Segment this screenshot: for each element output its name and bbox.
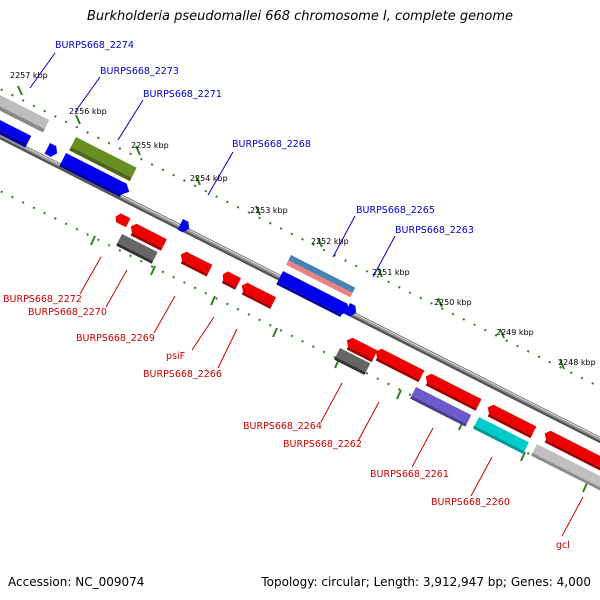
- gene-feature-arrow[interactable]: [44, 143, 60, 159]
- tick-mark: [317, 237, 323, 248]
- tick-mark: [272, 327, 278, 338]
- tick-label: 2251 kbp: [372, 268, 410, 277]
- gene-label-forward[interactable]: BURPS668_2274: [55, 40, 134, 51]
- tick-label: 2255 kbp: [131, 141, 169, 150]
- tick-mark: [90, 235, 96, 246]
- gene-feature-blue[interactable]: [276, 271, 352, 320]
- gene-feature-purple[interactable]: [410, 387, 472, 427]
- tick-mark: [135, 145, 141, 156]
- reverse-leaders: [79, 256, 584, 537]
- tick-mark: [559, 359, 565, 370]
- tick-marks: [17, 85, 588, 493]
- tick-mark: [377, 267, 383, 278]
- gene-label-reverse[interactable]: psiF: [166, 351, 185, 362]
- gene-label-reverse[interactable]: BURPS668_2261: [370, 469, 449, 480]
- gene-label-forward[interactable]: BURPS668_2263: [395, 225, 474, 236]
- forward-leaders: [29, 52, 396, 278]
- forward-ruler-line: [0, 87, 600, 389]
- tick-mark: [396, 389, 402, 400]
- gene-label-forward[interactable]: BURPS668_2265: [356, 205, 435, 216]
- gene-label-reverse[interactable]: BURPS668_2262: [283, 439, 362, 450]
- gene-feature-grey[interactable]: [0, 92, 50, 133]
- gene-feature-blue[interactable]: [59, 153, 132, 200]
- gene-feature-red[interactable]: [422, 372, 482, 411]
- gene-label-reverse[interactable]: BURPS668_2264: [243, 421, 322, 432]
- tick-label: 2256 kbp: [69, 107, 107, 116]
- tick-mark: [499, 328, 505, 339]
- gene-feature-blue[interactable]: [0, 116, 32, 148]
- reverse-labels: BURPS668_2272 BURPS668_2270 BURPS668_226…: [3, 294, 570, 551]
- gene-label-reverse[interactable]: BURPS668_2266: [143, 369, 222, 380]
- gene-feature-red[interactable]: [372, 347, 425, 383]
- genome-summary: Topology: circular; Length: 3,912,947 bp…: [261, 575, 591, 589]
- tick-label: 2248 kbp: [558, 358, 596, 367]
- gene-label-reverse[interactable]: BURPS668_2272: [3, 294, 82, 305]
- tick-mark: [210, 295, 216, 306]
- tick-labels: 2257 kbp 2256 kbp 2255 kbp 2254 kbp 2253…: [10, 71, 596, 367]
- tick-mark: [582, 482, 588, 493]
- forward-labels: BURPS668_2274 BURPS668_2273 BURPS668_227…: [55, 40, 474, 236]
- gene-label-reverse[interactable]: BURPS668_2270: [28, 307, 107, 318]
- tick-mark: [17, 85, 23, 96]
- tick-label: 2250 kbp: [434, 298, 472, 307]
- gene-feature-red[interactable]: [238, 281, 277, 309]
- tick-mark: [75, 114, 81, 125]
- gene-feature-red[interactable]: [541, 429, 600, 473]
- gene-feature-olive[interactable]: [69, 137, 137, 182]
- gene-feature-red[interactable]: [177, 250, 213, 277]
- gene-feature-darkgrey[interactable]: [116, 234, 158, 264]
- gene-feature-arrow[interactable]: [344, 303, 359, 318]
- gene-label-forward[interactable]: BURPS668_2268: [232, 139, 311, 150]
- reverse-features: [113, 212, 600, 492]
- tick-label: 2253 kbp: [250, 206, 288, 215]
- gene-feature-red[interactable]: [484, 403, 537, 439]
- map-title: Burkholderia pseudomallei 668 chromosome…: [86, 9, 514, 24]
- tick-label: 2257 kbp: [10, 71, 48, 80]
- gene-feature-darkgrey[interactable]: [334, 348, 371, 375]
- gene-label-reverse[interactable]: gcl: [556, 540, 570, 551]
- tick-label: 2252 kbp: [311, 237, 349, 246]
- gene-feature-lightgrey[interactable]: [531, 444, 600, 492]
- tick-mark: [520, 451, 526, 462]
- gene-feature-red[interactable]: [113, 212, 131, 228]
- gene-feature-arrow[interactable]: [177, 219, 192, 234]
- tick-mark: [150, 265, 156, 276]
- gene-label-forward[interactable]: BURPS668_2271: [143, 89, 222, 100]
- tick-mark: [255, 205, 261, 216]
- gene-feature-red[interactable]: [219, 270, 242, 290]
- accession-label: Accession: NC_009074: [8, 575, 145, 589]
- tick-label: 2254 kbp: [190, 174, 228, 183]
- gene-feature-red[interactable]: [343, 336, 378, 363]
- gene-feature-red[interactable]: [127, 222, 167, 251]
- tick-label: 2249 kbp: [496, 328, 534, 337]
- gene-label-reverse[interactable]: BURPS668_2260: [431, 497, 510, 508]
- tick-mark: [195, 175, 201, 186]
- gene-label-forward[interactable]: BURPS668_2273: [100, 66, 179, 77]
- forward-features: [0, 92, 359, 320]
- tick-mark: [437, 297, 443, 308]
- gene-label-reverse[interactable]: BURPS668_2269: [76, 333, 155, 344]
- gene-feature-cyan[interactable]: [473, 417, 529, 454]
- gene-feature-steelblue[interactable]: [286, 255, 356, 298]
